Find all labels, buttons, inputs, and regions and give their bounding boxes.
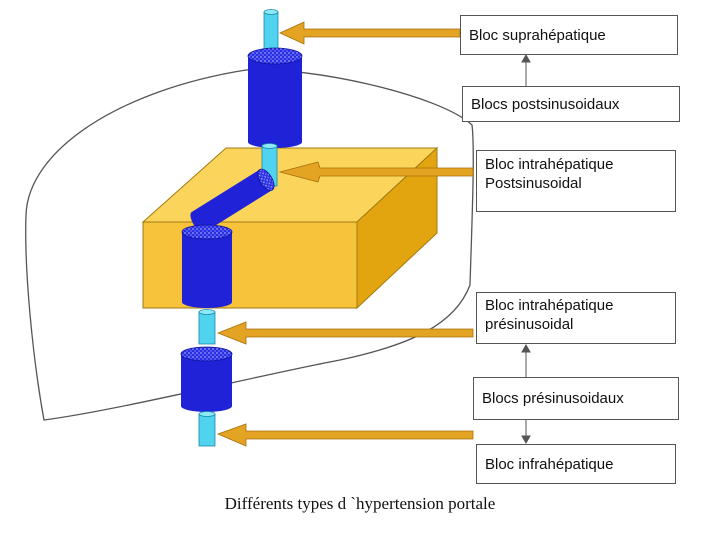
arrow-suprahepatique xyxy=(279,21,461,45)
label-bloc-suprahepatique-text: Bloc suprahépatique xyxy=(469,27,606,44)
liver-outline xyxy=(25,68,474,421)
label-intrahepatique-post-line1: Bloc intrahépatique xyxy=(485,156,614,173)
label-intrahepatique-post-line2: Postsinusoidal xyxy=(485,175,582,192)
figure-caption: Différents types d `hypertension portale xyxy=(224,494,496,513)
presinusoidal-cylinder-lower xyxy=(180,346,233,412)
label-blocs-presinusoidaux-text: Blocs présinusoidaux xyxy=(482,390,624,407)
portal-vein-segment xyxy=(198,411,216,447)
suprahepatic-vein-segment xyxy=(263,9,279,51)
arrow-infrahepatique xyxy=(216,423,474,447)
connector-presinus-up-head xyxy=(521,343,531,353)
label-bloc-infrahepatique-text: Bloc infrahépatique xyxy=(485,456,614,473)
label-blocs-postsinusoidaux: Blocs postsinusoidaux xyxy=(462,86,680,122)
connector-presinus-down-head xyxy=(521,435,531,445)
label-bloc-intrahepatique-pre: Bloc intrahépatique présinusoidal xyxy=(476,292,676,344)
label-intrahepatique-pre-line1: Bloc intrahépatique xyxy=(485,297,614,314)
label-bloc-suprahepatique: Bloc suprahépatique xyxy=(460,15,678,55)
arrow-intrahepatique-pre xyxy=(216,321,474,345)
label-blocs-presinusoidaux: Blocs présinusoidaux xyxy=(473,377,679,420)
intrahepatic-cylinder-middle xyxy=(181,224,233,308)
label-blocs-postsinusoidaux-text: Blocs postsinusoidaux xyxy=(471,96,620,113)
postsinusoidal-cylinder-upper xyxy=(247,47,303,148)
label-bloc-intrahepatique-post: Bloc intrahépatique Postsinusoidal xyxy=(476,150,676,212)
label-bloc-infrahepatique: Bloc infrahépatique xyxy=(476,444,676,484)
liver-block-front xyxy=(142,221,358,309)
vein-segment-presinusoidal xyxy=(198,309,216,345)
connector-postsinus-up-head xyxy=(521,53,531,63)
arrow-intrahepatique-post xyxy=(278,161,474,183)
label-intrahepatique-pre-line2: présinusoidal xyxy=(485,316,574,333)
